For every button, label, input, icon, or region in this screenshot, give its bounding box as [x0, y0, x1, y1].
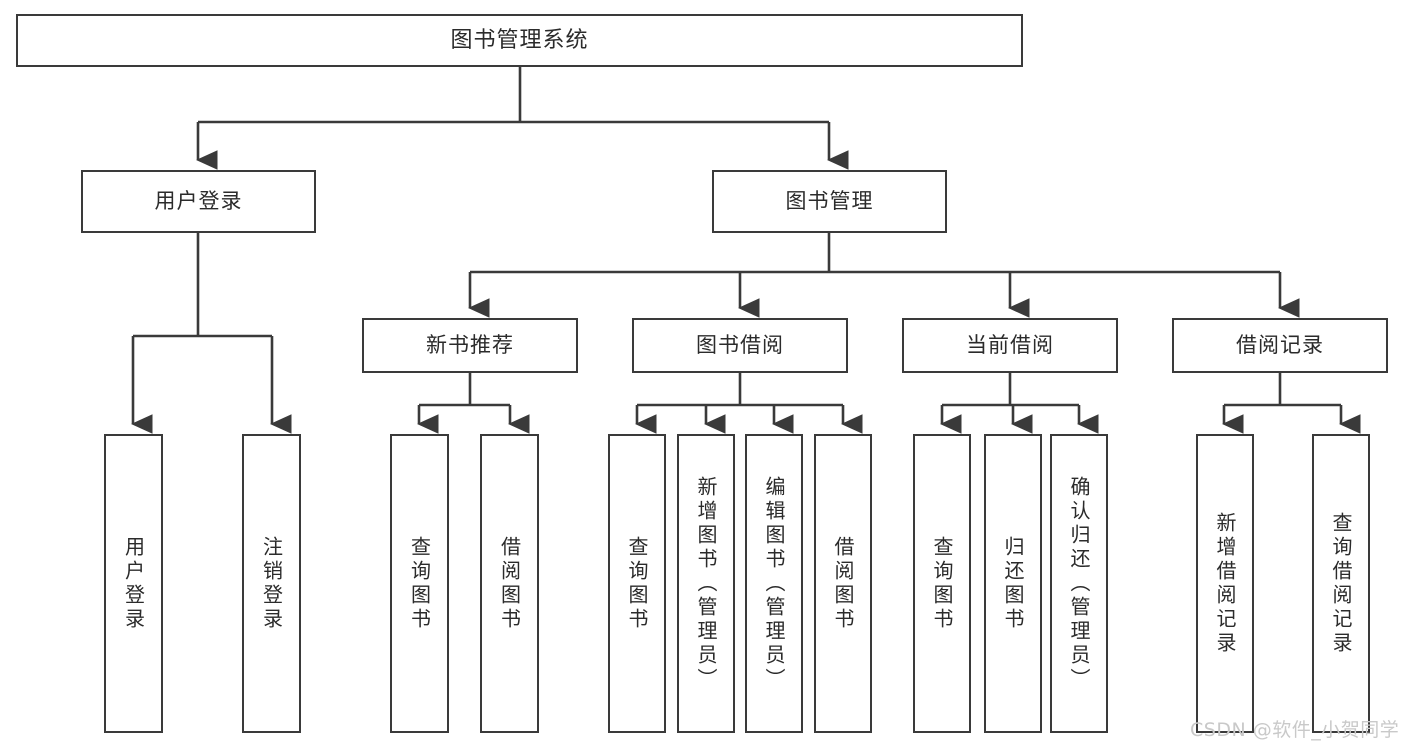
node-label: 查询图书 [407, 535, 432, 632]
leaf-borrow-book[interactable]: 借阅图书 [814, 434, 872, 733]
node-book-management[interactable]: 图书管理 [712, 170, 947, 233]
node-user-login[interactable]: 用户登录 [81, 170, 316, 233]
leaf-confirm-return-admin[interactable]: 确认归还（管理员） [1050, 434, 1108, 733]
node-label: 查询图书 [625, 535, 649, 632]
node-label: 确认归还（管理员） [1067, 475, 1091, 692]
node-label: 借阅图书 [497, 535, 522, 632]
node-book-borrow[interactable]: 图书借阅 [632, 318, 848, 373]
node-label: 新增图书（管理员） [694, 475, 718, 692]
leaf-borrow-book-newbook[interactable]: 借阅图书 [480, 434, 539, 733]
node-label: 查询借阅记录 [1329, 511, 1353, 656]
node-current-borrow[interactable]: 当前借阅 [902, 318, 1118, 373]
leaf-add-book-admin[interactable]: 新增图书（管理员） [677, 434, 735, 733]
node-label: 用户登录 [154, 189, 243, 214]
node-borrow-record[interactable]: 借阅记录 [1172, 318, 1388, 373]
leaf-query-book-borrow[interactable]: 查询图书 [608, 434, 666, 733]
node-label: 借阅记录 [1236, 333, 1324, 358]
leaf-return-book[interactable]: 归还图书 [984, 434, 1042, 733]
leaf-logout[interactable]: 注销登录 [242, 434, 301, 733]
node-label: 图书管理系统 [450, 27, 589, 53]
node-label: 当前借阅 [966, 333, 1054, 358]
watermark-label: CSDN @软件_小贺同学 [1190, 719, 1400, 741]
leaf-query-borrow-record[interactable]: 查询借阅记录 [1312, 434, 1370, 733]
leaf-add-borrow-record[interactable]: 新增借阅记录 [1196, 434, 1254, 733]
leaf-user-login[interactable]: 用户登录 [104, 434, 163, 733]
leaf-edit-book-admin[interactable]: 编辑图书（管理员） [745, 434, 803, 733]
node-label: 新增借阅记录 [1213, 511, 1237, 656]
leaf-query-book-newbook[interactable]: 查询图书 [390, 434, 449, 733]
node-new-book-recommend[interactable]: 新书推荐 [362, 318, 578, 373]
node-label: 查询图书 [930, 535, 954, 632]
node-label: 新书推荐 [426, 333, 514, 358]
node-label: 借阅图书 [831, 535, 855, 632]
node-label: 注销登录 [259, 535, 284, 632]
node-label: 图书借阅 [696, 333, 784, 358]
node-label: 用户登录 [121, 535, 146, 632]
node-root-system[interactable]: 图书管理系统 [16, 14, 1023, 67]
node-label: 归还图书 [1001, 535, 1025, 632]
node-label: 编辑图书（管理员） [762, 475, 786, 692]
node-label: 图书管理 [785, 189, 874, 214]
leaf-query-book-current[interactable]: 查询图书 [913, 434, 971, 733]
